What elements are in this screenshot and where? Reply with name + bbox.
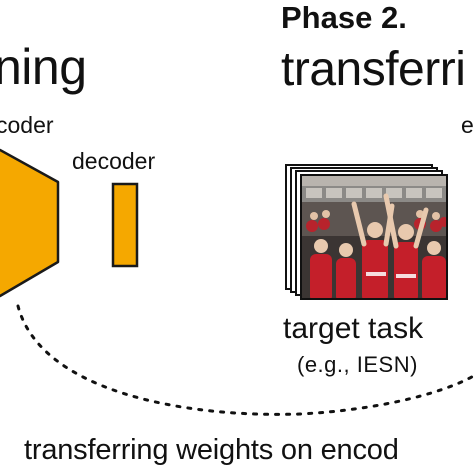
target-task-image (300, 174, 448, 300)
target-task-example: (e.g., IESN) (297, 352, 418, 377)
crowd-photo-illustration (302, 176, 446, 298)
encoder-label-phase1: coder (0, 112, 54, 138)
decoder-block-phase1 (111, 182, 139, 268)
decoder-label-phase1: decoder (72, 148, 156, 174)
encoder-block-phase1 (0, 148, 60, 298)
encoder-label-phase2: e (461, 112, 474, 138)
phase2-title-fragment: transferri (281, 43, 466, 96)
transfer-arrow-dotted-arc (16, 304, 474, 416)
target-task-label: target task (283, 312, 424, 345)
phase2-label: Phase 2. (281, 0, 407, 35)
phase1-title-fragment: ning (0, 39, 87, 95)
transfer-caption: transferring weights on encod (24, 434, 399, 466)
